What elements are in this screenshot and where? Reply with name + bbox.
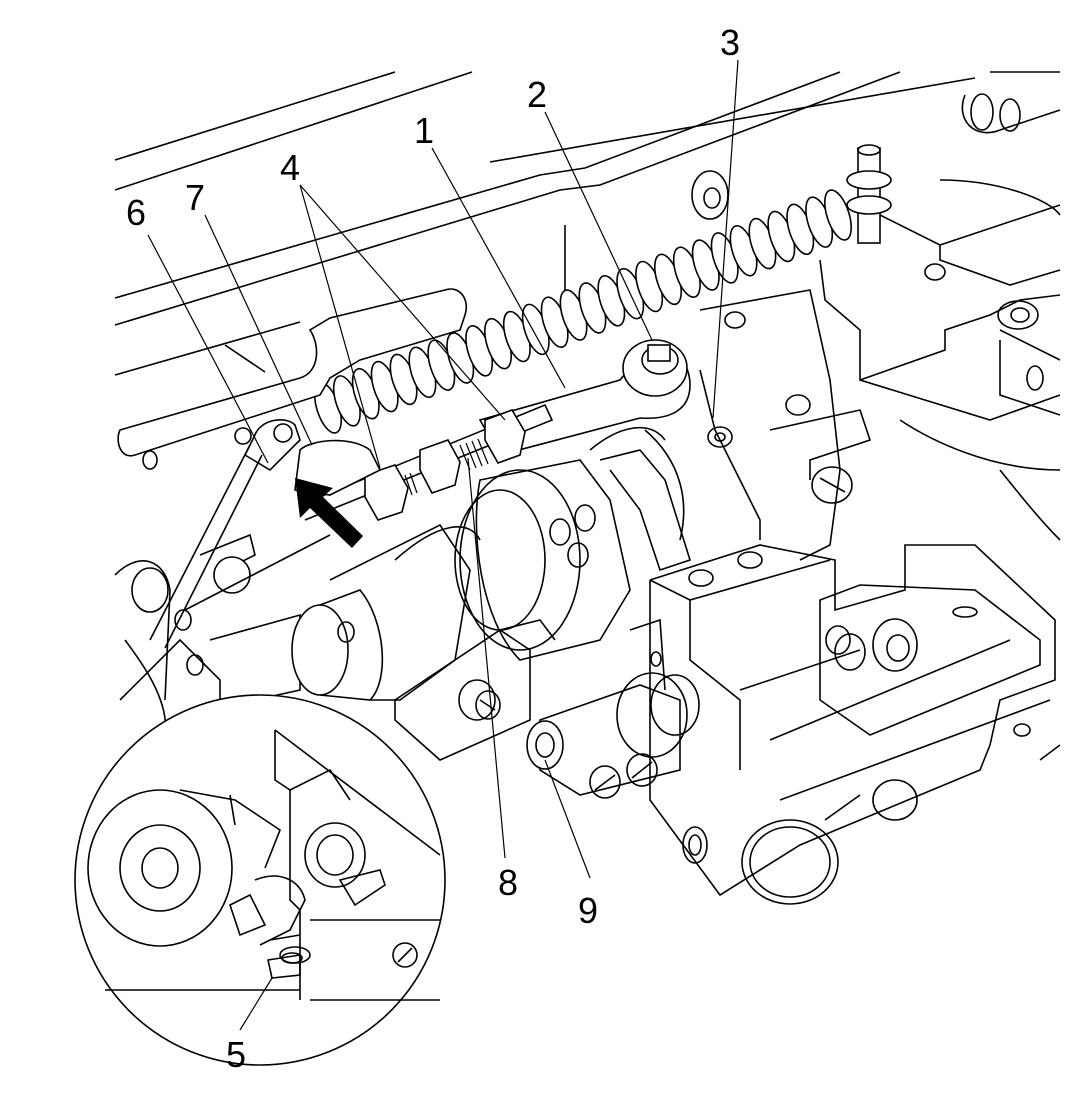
- tension-spring: [314, 189, 852, 434]
- callout-7: 7: [185, 177, 205, 218]
- callout-1: 1: [414, 110, 434, 151]
- right-bracket: [819, 204, 1061, 541]
- spring-coil: [824, 189, 852, 241]
- rotary-assembly: [454, 426, 691, 661]
- callout-5: 5: [226, 1034, 246, 1075]
- left-shaft-collar: [209, 523, 481, 711]
- spring-anchor-pin: [846, 144, 892, 244]
- top-right-plate: [691, 71, 1061, 220]
- callout-8: 8: [498, 862, 518, 903]
- inset-detail-circle: [74, 694, 446, 1066]
- shaft-clamp: [526, 618, 700, 799]
- direction-arrow: [295, 478, 363, 548]
- callout-9: 9: [578, 890, 598, 931]
- callout-4: 4: [280, 147, 300, 188]
- callout-3: 3: [720, 22, 740, 63]
- left-arm-assembly: [114, 288, 467, 736]
- linkage-lever: [299, 339, 691, 521]
- lower-right-block: [649, 544, 1061, 905]
- callout-2: 2: [527, 74, 547, 115]
- main-casting: [699, 289, 872, 561]
- callout-labels: 1 2 3 4 5 6 7 8 9: [126, 22, 740, 1075]
- leader-lines: [147, 59, 739, 1031]
- callout-6: 6: [126, 192, 146, 233]
- base-mount-block: [394, 619, 556, 761]
